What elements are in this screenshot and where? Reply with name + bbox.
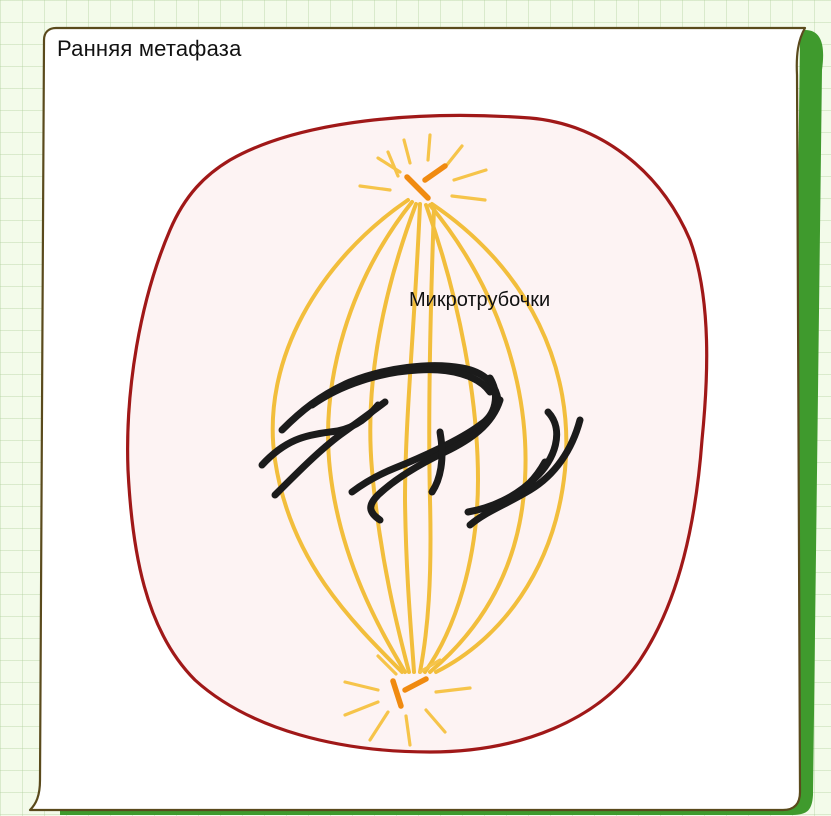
diagram-title: Ранняя метафаза (57, 36, 242, 62)
microtubules-label: Микротрубочки (409, 289, 550, 312)
cell-membrane (128, 115, 707, 752)
